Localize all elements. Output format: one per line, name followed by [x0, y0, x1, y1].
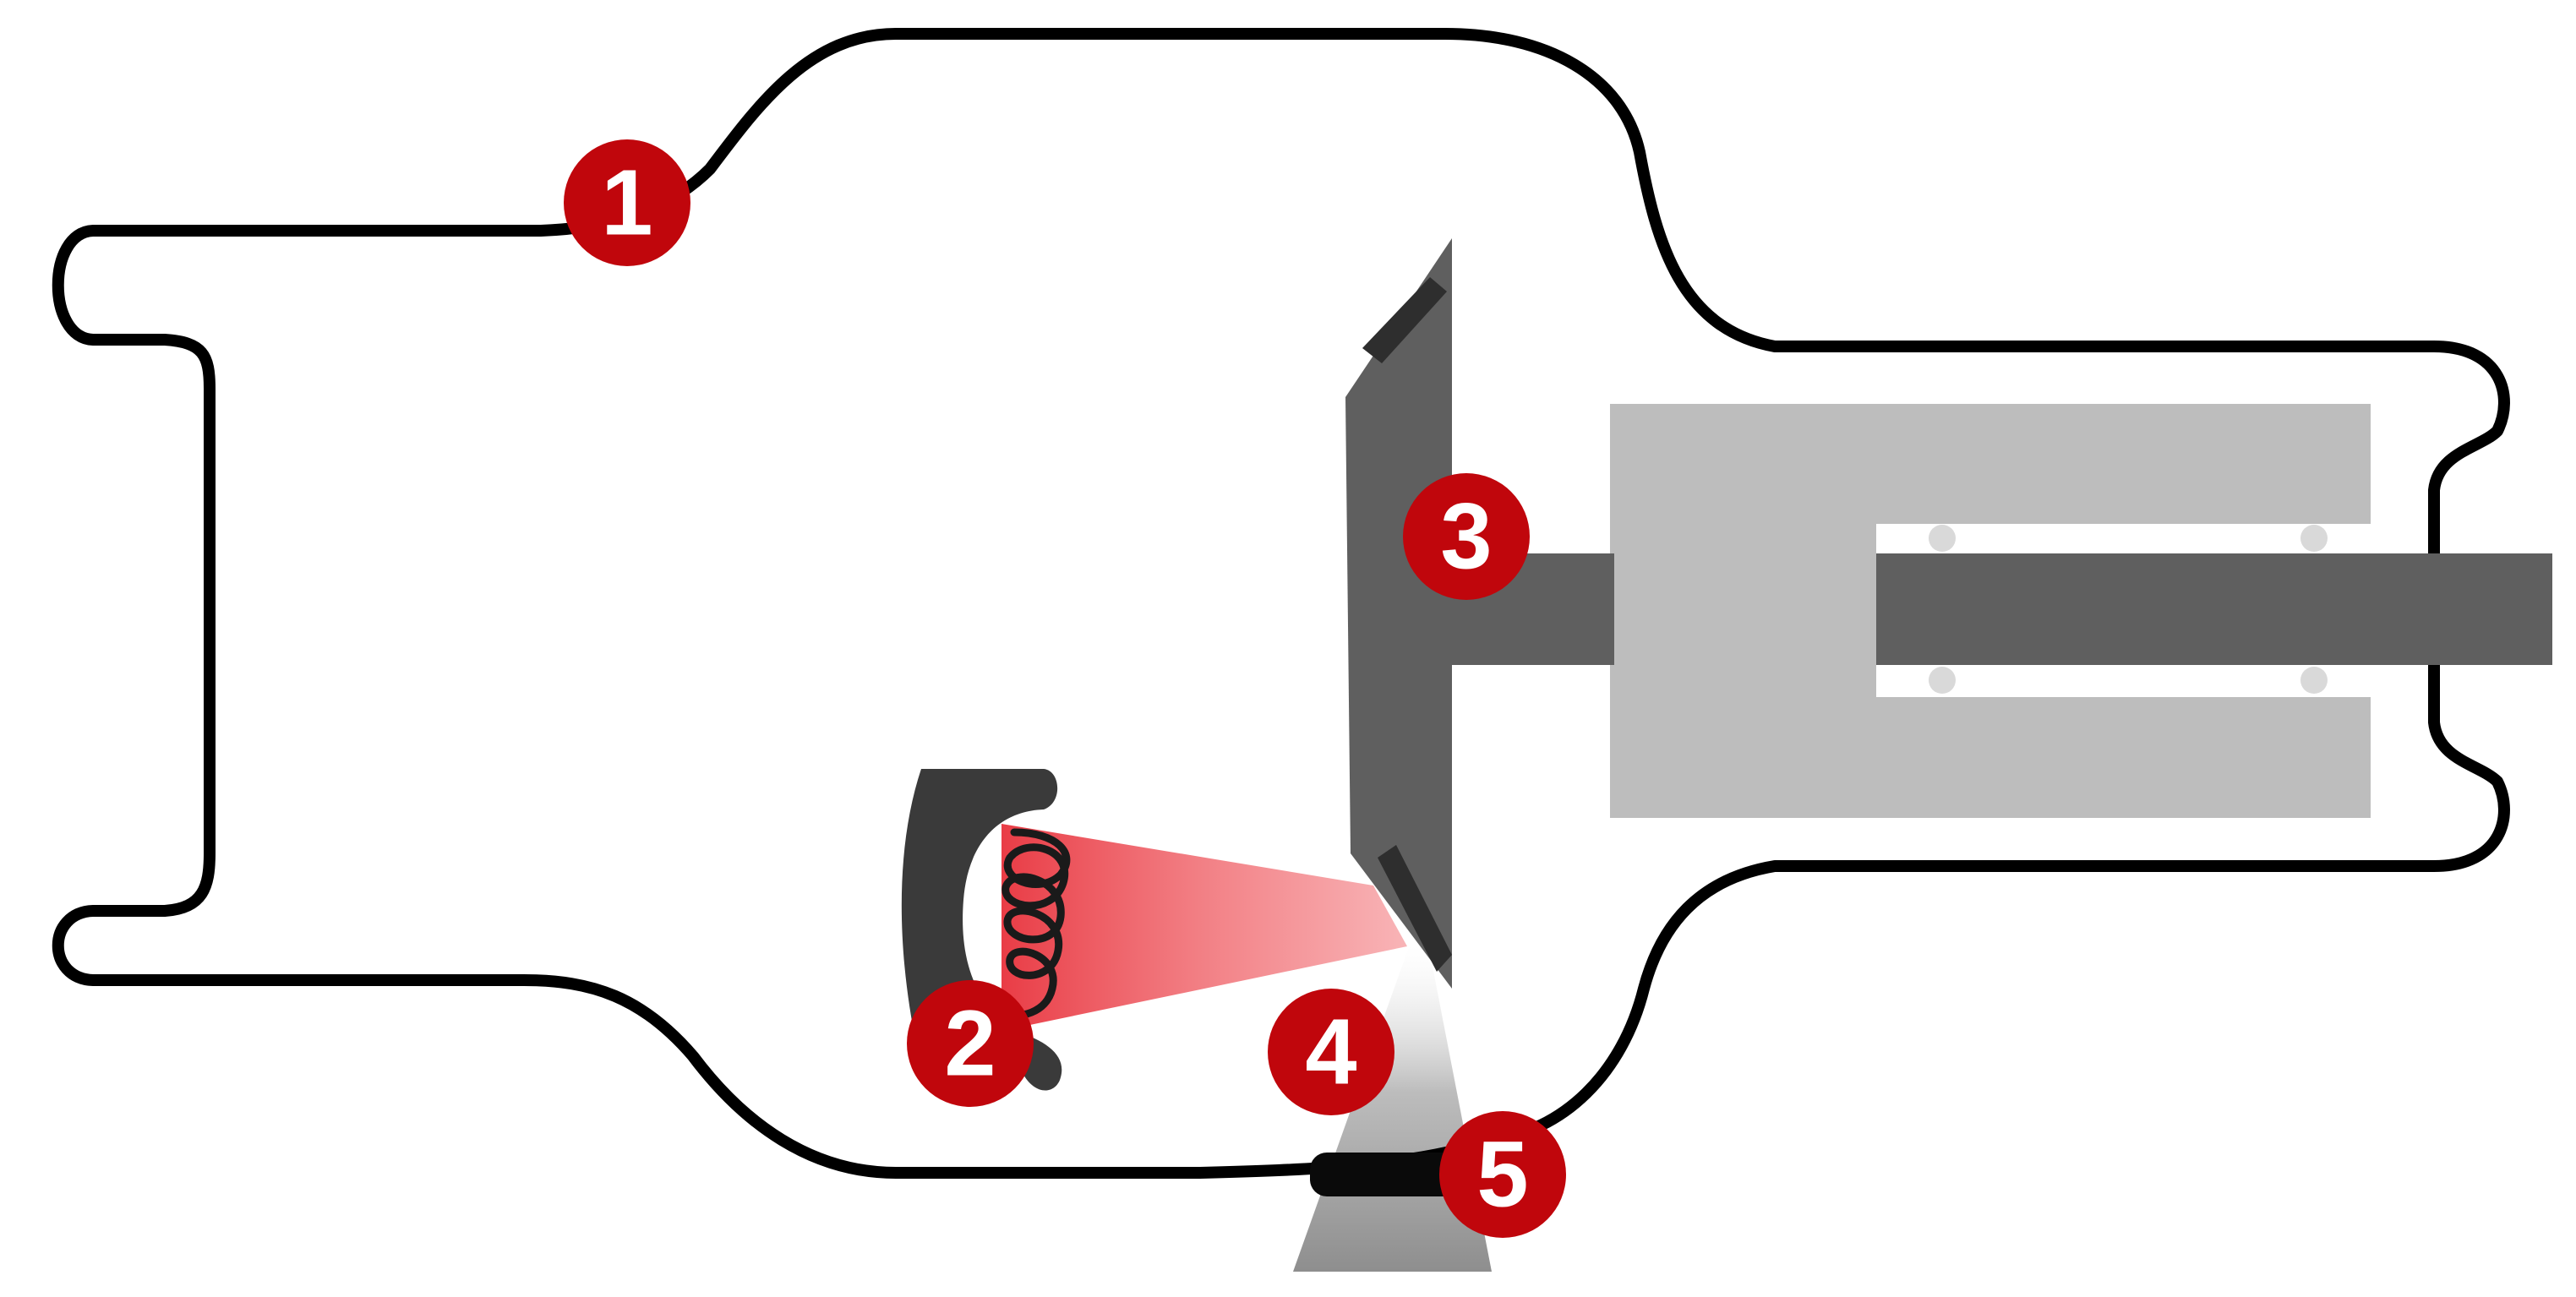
- rotor-housing: [1610, 404, 2371, 818]
- marker-5-label: 5: [1476, 1123, 1528, 1227]
- marker-1: 1: [564, 139, 690, 266]
- rotating-anode: [1345, 238, 1452, 989]
- bearing-ball: [1929, 667, 1956, 694]
- cathode-filament: [1001, 828, 1071, 1020]
- marker-4: 4: [1268, 989, 1394, 1115]
- rotor-shaft: [1876, 553, 2552, 665]
- marker-2: 2: [907, 980, 1034, 1107]
- electron-beam: [1001, 824, 1407, 1031]
- bearing-ball: [2300, 525, 2328, 552]
- marker-2-label: 2: [944, 992, 996, 1096]
- marker-3: 3: [1403, 473, 1530, 600]
- marker-3-label: 3: [1440, 485, 1492, 589]
- anode-target-track-bottom: [1378, 845, 1452, 972]
- marker-1-label: 1: [601, 151, 652, 255]
- bearing-ball: [1929, 525, 1956, 552]
- bearing-ball: [2300, 667, 2328, 694]
- exit-window: [1310, 1153, 1479, 1196]
- marker-5: 5: [1439, 1111, 1566, 1238]
- marker-4-label: 4: [1305, 1000, 1356, 1104]
- anode-target-track-top: [1362, 277, 1447, 363]
- glass-envelope: [52, 28, 2510, 1179]
